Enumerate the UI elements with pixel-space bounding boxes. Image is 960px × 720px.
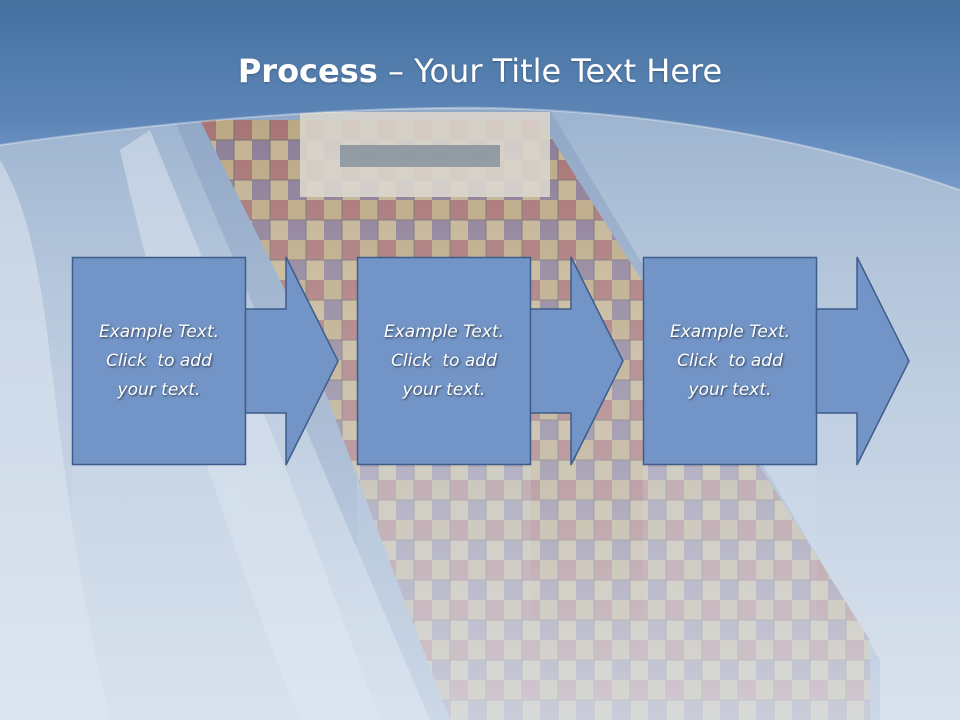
slide-title[interactable]: Process – Your Title Text Here bbox=[0, 52, 960, 90]
process-step-1[interactable]: Example Text. Click to add your text. bbox=[71, 256, 339, 466]
step-1-line-2: Click to add bbox=[106, 350, 212, 371]
step-3-text: Example Text. Click to add your text. bbox=[643, 257, 817, 465]
process-step-2[interactable]: Example Text. Click to add your text. bbox=[356, 256, 624, 466]
step-3-line-3: your text. bbox=[688, 379, 772, 400]
step-2-shape bbox=[356, 256, 624, 466]
step-3-line-1: Example Text. bbox=[669, 321, 791, 342]
step-2-line-3: your text. bbox=[402, 379, 486, 400]
step-3-shape bbox=[642, 256, 910, 466]
step-2-line-2: Click to add bbox=[391, 350, 497, 371]
step-1-text: Example Text. Click to add your text. bbox=[72, 257, 246, 465]
step-3-line-2: Click to add bbox=[677, 350, 783, 371]
process-step-3[interactable]: Example Text. Click to add your text. bbox=[642, 256, 910, 466]
title-bold: Process bbox=[237, 52, 378, 90]
title-rest: – Your Title Text Here bbox=[377, 52, 723, 90]
step-1-line-3: your text. bbox=[117, 379, 201, 400]
step-1-line-1: Example Text. bbox=[98, 321, 220, 342]
step-1-shape bbox=[71, 256, 339, 466]
step-2-line-1: Example Text. bbox=[383, 321, 505, 342]
step-2-text: Example Text. Click to add your text. bbox=[357, 257, 531, 465]
